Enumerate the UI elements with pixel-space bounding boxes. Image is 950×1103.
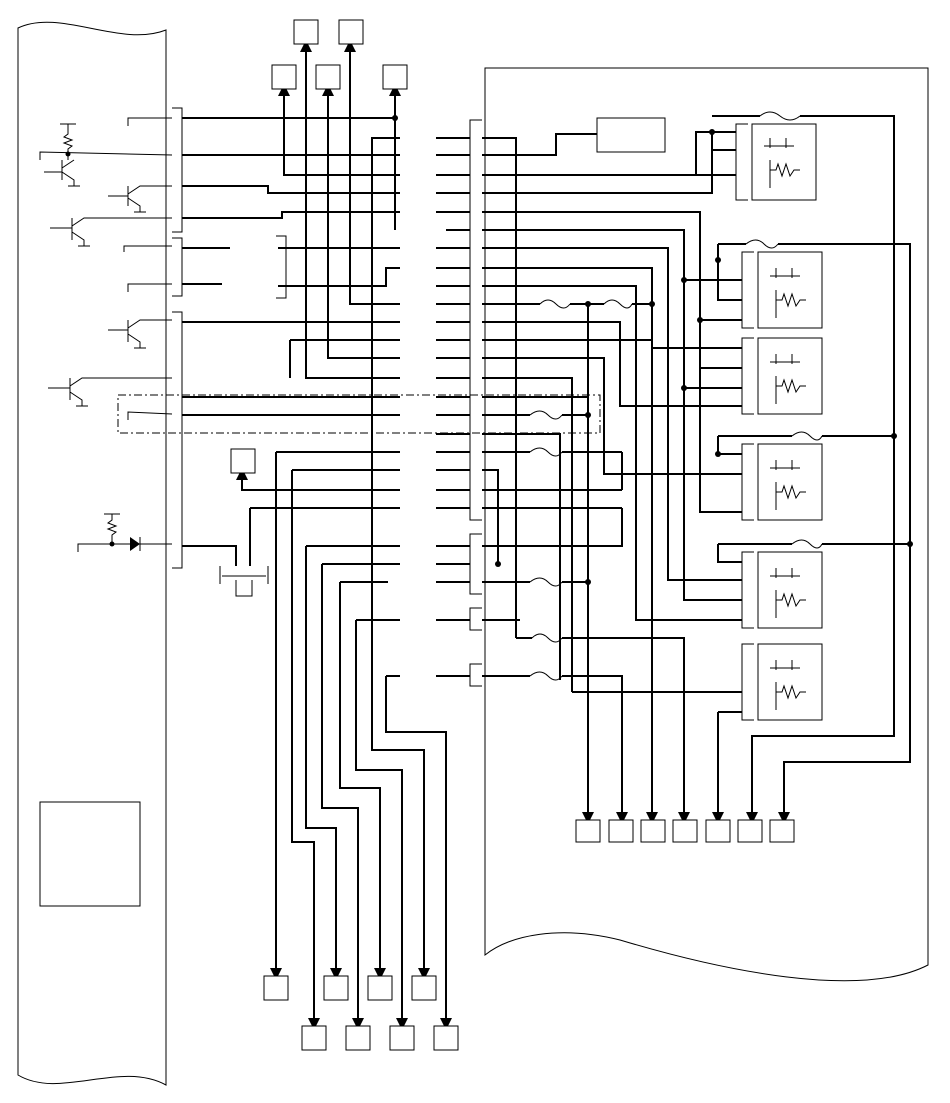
fuse-icon (529, 577, 563, 587)
transistor-icon (44, 159, 80, 187)
connector-box (769, 819, 795, 843)
fuse-icon (529, 410, 563, 420)
transistor-icon (108, 319, 172, 349)
left-wires (182, 44, 447, 1022)
connector-box (367, 975, 393, 1001)
connector-box (301, 1025, 327, 1051)
left-connector-bracket-2 (172, 237, 183, 297)
left-module-inner-box (39, 801, 141, 907)
junction-dots (65, 115, 913, 585)
connector-box (345, 1025, 371, 1051)
fuse-icon (529, 671, 563, 681)
relay-2 (741, 251, 823, 329)
left-module-outline (17, 21, 167, 1086)
connector-box (608, 819, 634, 843)
relay-4 (741, 443, 823, 521)
right-connector-bracket-4 (469, 663, 482, 687)
connector-box (230, 448, 256, 474)
right-wires (482, 115, 911, 840)
fuse-icon (529, 447, 563, 457)
left-connector-bracket-3 (172, 311, 183, 569)
relays (735, 123, 823, 721)
connector-box (293, 19, 319, 45)
resistor-icon (104, 513, 120, 544)
bottom-right-connectors (575, 819, 795, 843)
fuse-icon (603, 299, 633, 309)
connector-box (672, 819, 698, 843)
fuse-icon (531, 633, 563, 643)
relay-5 (741, 551, 823, 629)
connector-box (315, 64, 341, 90)
fuse-icon (539, 299, 571, 309)
connector-box (705, 819, 731, 843)
connector-box (263, 975, 289, 1001)
right-connector-bracket-3 (469, 607, 482, 631)
connector-box (575, 819, 601, 843)
right-module-outline (484, 67, 929, 982)
connector-box (433, 1025, 459, 1051)
connector-box (382, 64, 408, 90)
center-wire-stubs (436, 137, 470, 677)
relay-1 (735, 123, 817, 201)
relay-6 (741, 643, 823, 721)
fuse-icon (745, 239, 779, 249)
inline-connector (276, 235, 287, 299)
left-connector-bracket-1 (172, 107, 183, 233)
shield-boundary (117, 394, 601, 434)
fuse-icon (791, 539, 823, 549)
right-module-label-box (596, 117, 666, 153)
relay-3 (741, 337, 823, 415)
connector-box (323, 975, 349, 1001)
transistor-icon (108, 185, 172, 213)
connector-box (411, 975, 437, 1001)
connector-box (338, 19, 364, 45)
fuse-icon (791, 431, 823, 441)
left-control-module (17, 21, 601, 1086)
right-fuse-relay-box (469, 67, 929, 982)
switch-icon (219, 566, 269, 597)
transistor-icon (48, 377, 172, 407)
connector-box (737, 819, 763, 843)
top-connectors (271, 19, 408, 90)
diode-icon (110, 537, 172, 551)
connector-box (389, 1025, 415, 1051)
fuse-icon (759, 111, 801, 121)
connector-box (640, 819, 666, 843)
transistor-icon (50, 217, 172, 247)
resistor-icon (60, 123, 76, 160)
right-connector-bracket-1 (469, 119, 482, 521)
connector-box (271, 64, 297, 90)
arrow-heads (236, 40, 790, 1030)
fuses (529, 111, 823, 681)
right-connector-bracket-2 (469, 533, 482, 595)
bottom-left-connectors (263, 975, 459, 1051)
left-pin-stubs (39, 117, 173, 552)
